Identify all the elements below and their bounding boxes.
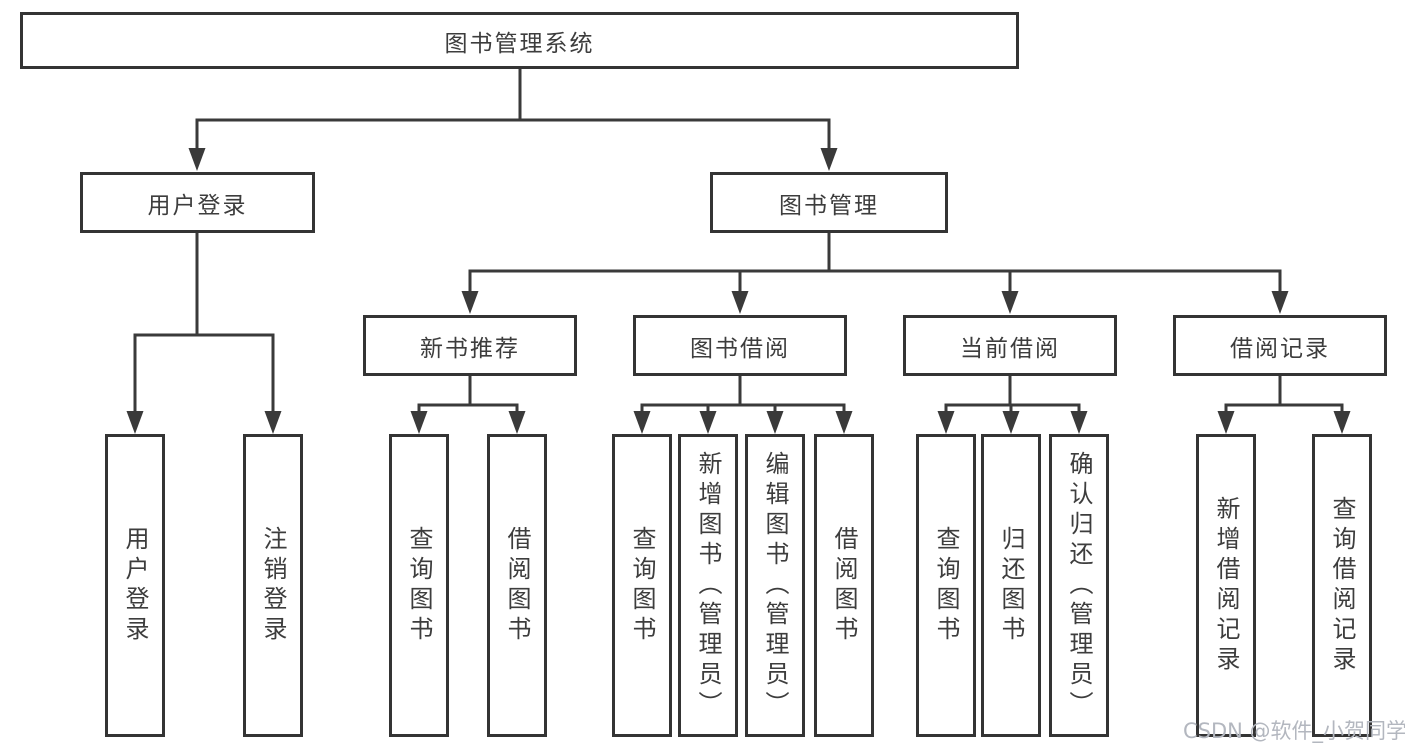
leaf-query-borrow-record: 查询借阅记录	[1312, 434, 1372, 737]
leaf-borrow-books-borrowing: 借阅图书	[814, 434, 874, 737]
leaf-query-books-current-label: 查询图书	[932, 525, 960, 646]
leaf-logout-label: 注销登录	[259, 525, 287, 646]
leaf-confirm-return-admin-label: 确认归还（管理员）	[1065, 450, 1093, 721]
leaf-edit-books-admin: 编辑图书（管理员）	[745, 434, 805, 737]
node-book-management-label: 图书管理	[779, 192, 879, 219]
connector-borrowing-records-to-leaves	[1217, 375, 1351, 434]
leaf-query-books-current: 查询图书	[916, 434, 976, 737]
leaf-add-books-admin-label: 新增图书（管理员）	[694, 450, 722, 721]
leaf-edit-books-admin-label: 编辑图书（管理员）	[761, 450, 789, 721]
connector-book-management-to-level3	[461, 232, 1289, 314]
node-user-login: 用户登录	[80, 172, 315, 233]
node-book-management: 图书管理	[710, 172, 948, 233]
leaf-user-login-label: 用户登录	[121, 525, 149, 646]
leaf-query-books-borrowing: 查询图书	[612, 434, 672, 737]
leaf-add-borrow-record-label: 新增借阅记录	[1212, 495, 1240, 676]
csdn-watermark: CSDN @软件_小贺同学	[1183, 719, 1405, 743]
leaf-borrow-books-recommend-label: 借阅图书	[503, 525, 531, 646]
node-book-borrowing-label: 图书借阅	[690, 335, 790, 362]
leaf-query-books-recommend-label: 查询图书	[405, 525, 433, 646]
leaf-return-books: 归还图书	[981, 434, 1041, 737]
leaf-confirm-return-admin: 确认归还（管理员）	[1049, 434, 1109, 737]
leaf-logout: 注销登录	[243, 434, 303, 737]
leaf-user-login: 用户登录	[105, 434, 165, 737]
node-book-borrowing: 图书借阅	[633, 315, 847, 376]
node-root: 图书管理系统	[20, 12, 1019, 69]
connector-current-borrowing-to-leaves	[937, 375, 1088, 434]
node-current-borrowing: 当前借阅	[903, 315, 1117, 376]
node-root-label: 图书管理系统	[444, 30, 595, 57]
connector-user-login-to-leaves	[126, 232, 282, 434]
node-new-book-recommend-label: 新书推荐	[420, 335, 520, 362]
leaf-add-borrow-record: 新增借阅记录	[1196, 434, 1256, 737]
connector-root-to-level2	[188, 68, 838, 171]
node-current-borrowing-label: 当前借阅	[960, 335, 1060, 362]
leaf-borrow-books-recommend: 借阅图书	[487, 434, 547, 737]
leaf-query-books-recommend: 查询图书	[389, 434, 449, 737]
leaf-borrow-books-borrowing-label: 借阅图书	[830, 525, 858, 646]
leaf-add-books-admin: 新增图书（管理员）	[678, 434, 738, 737]
connector-new-book-recommend-to-leaves	[410, 375, 526, 434]
leaf-return-books-label: 归还图书	[997, 525, 1025, 646]
node-borrowing-records-label: 借阅记录	[1230, 335, 1330, 362]
leaf-query-borrow-record-label: 查询借阅记录	[1328, 495, 1356, 676]
node-user-login-label: 用户登录	[147, 192, 248, 219]
node-new-book-recommend: 新书推荐	[363, 315, 577, 376]
node-borrowing-records: 借阅记录	[1173, 315, 1387, 376]
leaf-query-books-borrowing-label: 查询图书	[628, 525, 656, 646]
connector-book-borrowing-to-leaves	[633, 375, 853, 434]
